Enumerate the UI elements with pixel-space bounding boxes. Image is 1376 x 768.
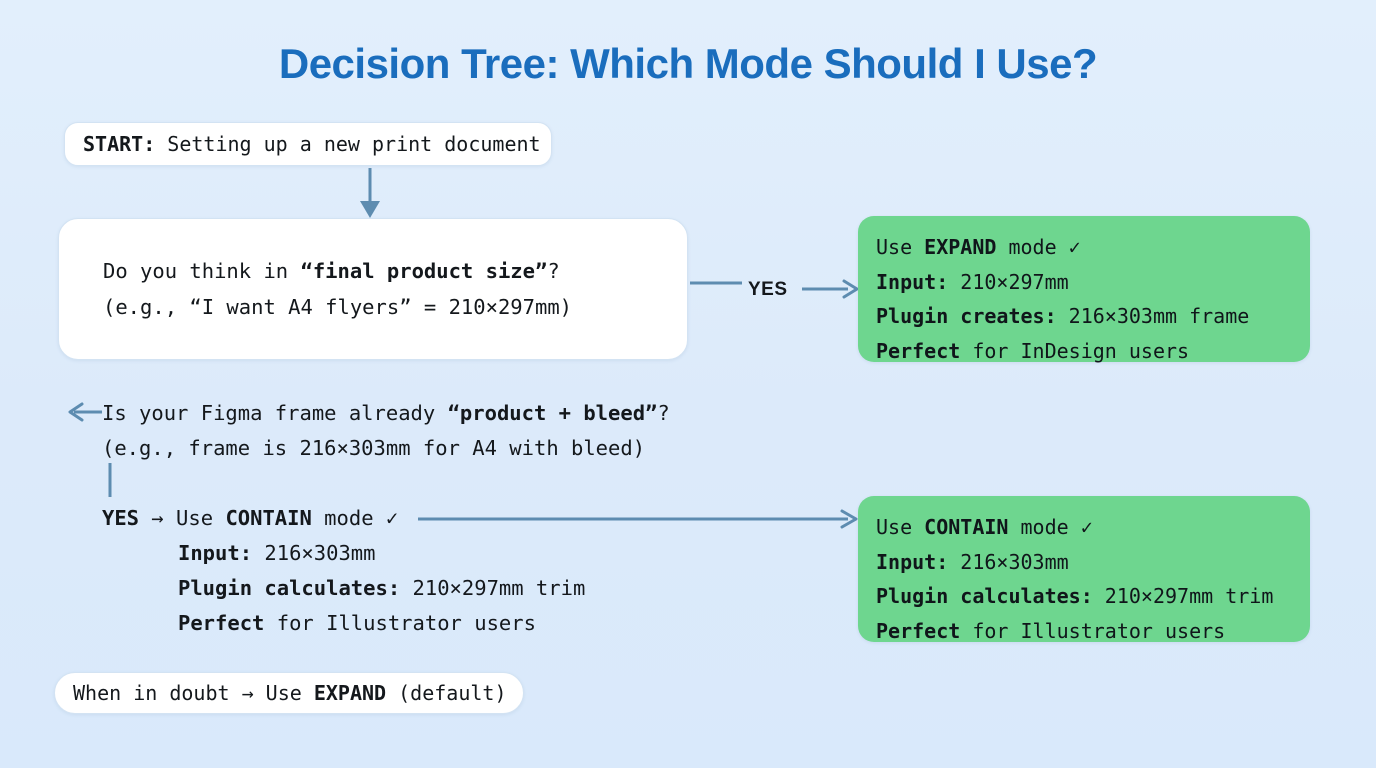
contain-mode-name: CONTAIN [225, 506, 312, 530]
contain-card-perfect-label: Perfect [876, 618, 961, 643]
expand-creates-value: 216×303mm frame [1056, 304, 1250, 328]
contain-card-input-label: Input: [876, 549, 949, 574]
default-mode-note: When in doubt → Use EXPAND (default) [54, 672, 524, 714]
default-note-c: (default) [386, 681, 507, 705]
question-line-1-emphasis: “final product size” [300, 259, 548, 283]
contain-card-mode-a: Use [876, 515, 925, 539]
contain-detail-calc: Plugin calculates: 210×297mm trim [178, 576, 585, 601]
contain-card-line-perfect: Perfect for Illustrator users [876, 614, 1292, 649]
contain-yes-line: YES → Use CONTAIN mode ✓ [102, 506, 398, 531]
default-note-a: When in doubt → Use [73, 681, 314, 705]
page-title: Decision Tree: Which Mode Should I Use? [278, 40, 1098, 87]
default-note-mode: EXPAND [313, 681, 387, 705]
contain-card-input-value: 216×303mm [948, 549, 1069, 574]
vertical-connector-icon [108, 463, 112, 497]
contain-card-perfect-value: for Illustrator users [960, 618, 1226, 643]
line-segment-icon [690, 281, 742, 285]
start-box: START: Setting up a new print document [64, 122, 552, 166]
expand-line-mode: Use EXPAND mode ✓ [876, 230, 1292, 265]
question-line-1-a: Do you think in [103, 259, 301, 283]
expand-line-creates: Plugin creates: 216×303mm frame [876, 299, 1292, 334]
contain-detail-calc-value: 210×297mm trim [400, 576, 586, 600]
arrow-left-icon [68, 402, 102, 422]
arrow-right-long-icon [418, 509, 858, 529]
figma-question-a: Is your Figma frame already [102, 401, 448, 425]
figma-question-c: ? [657, 401, 670, 425]
start-label-rest: Setting up a new print document [155, 132, 541, 156]
expand-line-mode-a: Use [876, 235, 925, 259]
start-label-bold: START: [83, 132, 156, 156]
expand-result-card: Use EXPAND mode ✓ Input: 210×297mm Plugi… [858, 216, 1310, 363]
contain-yes-bold: YES [102, 506, 140, 530]
contain-card-line-mode: Use CONTAIN mode ✓ [876, 510, 1292, 545]
contain-detail-input-value: 216×303mm [252, 541, 376, 565]
question-box: Do you think in “final product size”? (e… [58, 218, 688, 360]
question-line-1-c: ? [547, 259, 560, 283]
contain-result-card: Use CONTAIN mode ✓ Input: 216×303mm Plug… [858, 496, 1310, 643]
expand-perfect-value: for InDesign users [960, 338, 1190, 363]
question-line-2: (e.g., “I want A4 flyers” = 210×297mm) [103, 295, 572, 319]
contain-yes-arrow: → Use [139, 506, 226, 530]
contain-yes-tail: mode ✓ [311, 506, 399, 530]
expand-line-perfect: Perfect for InDesign users [876, 334, 1292, 369]
arrow-down-icon [360, 168, 380, 218]
expand-perfect-label: Perfect [876, 338, 961, 363]
figma-question-line: Is your Figma frame already “product + b… [102, 401, 670, 426]
contain-card-calc-value: 210×297mm trim [1092, 584, 1274, 608]
arrow-right-icon [802, 279, 859, 299]
contain-detail-calc-label: Plugin calculates: [178, 576, 401, 600]
expand-mode-name: EXPAND [924, 235, 997, 259]
yes-branch-label: YES [748, 279, 788, 300]
contain-card-mode-c: mode ✓ [1008, 515, 1093, 539]
default-mode-note-text: When in doubt → Use EXPAND (default) [73, 681, 507, 705]
contain-card-mode-name: CONTAIN [924, 515, 1009, 539]
contain-detail-input-label: Input: [178, 541, 253, 565]
expand-line-mode-c: mode ✓ [996, 235, 1081, 259]
figma-example-line: (e.g., frame is 216×303mm for A4 with bl… [102, 436, 646, 460]
expand-input-value: 210×297mm [948, 269, 1069, 294]
figma-question-emphasis: “product + bleed” [447, 401, 658, 425]
contain-detail-perfect-label: Perfect [178, 611, 265, 635]
expand-creates-label: Plugin creates: [876, 304, 1057, 328]
contain-detail-perfect-value: for Illustrator users [264, 611, 536, 635]
contain-card-line-input: Input: 216×303mm [876, 545, 1292, 580]
expand-line-input: Input: 210×297mm [876, 265, 1292, 300]
contain-detail-perfect: Perfect for Illustrator users [178, 611, 536, 636]
contain-detail-input: Input: 216×303mm [178, 541, 375, 566]
question-line-1: Do you think in “final product size”? [103, 253, 560, 289]
contain-card-calc-label: Plugin calculates: [876, 584, 1093, 608]
start-box-text: START: Setting up a new print document [83, 132, 541, 156]
expand-input-label: Input: [876, 269, 949, 294]
contain-card-line-calc: Plugin calculates: 210×297mm trim [876, 579, 1292, 614]
